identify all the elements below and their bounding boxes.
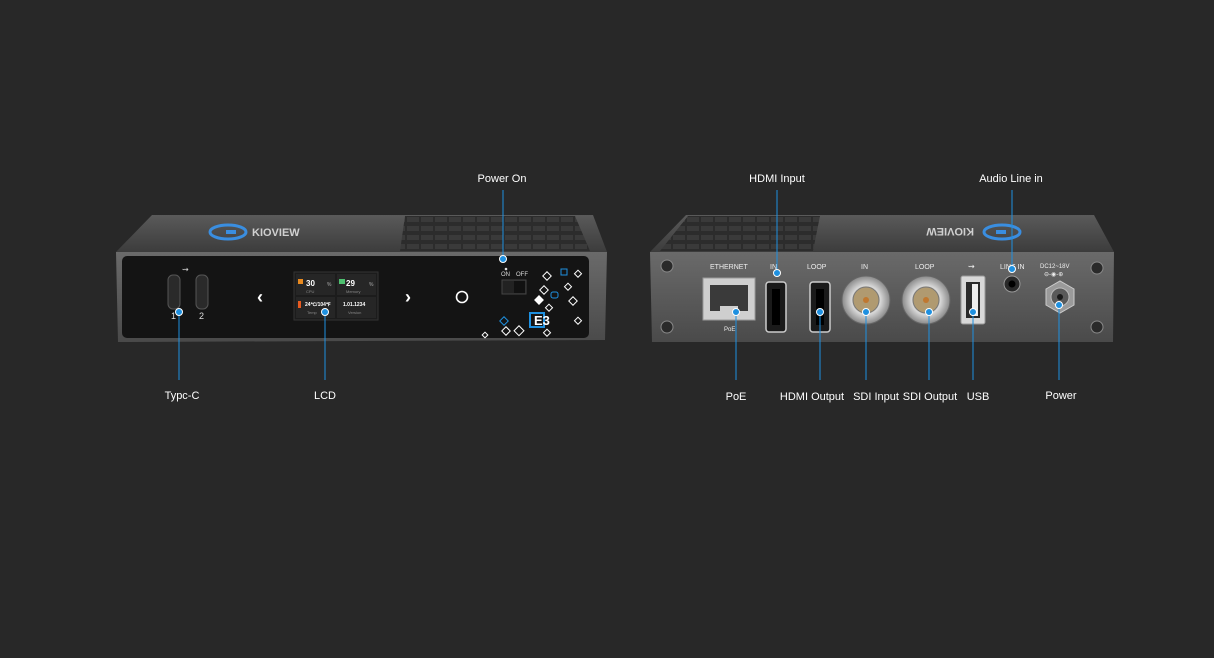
- callout-dot-lcd: [321, 308, 329, 316]
- power-switch: ON OFF: [501, 267, 528, 295]
- callout-leaders: [178, 190, 1060, 380]
- lcd-version-label: Version: [348, 310, 361, 315]
- lcd-cpu-value: 30: [306, 279, 315, 288]
- dc-label: DC12~18V: [1040, 264, 1070, 270]
- rear-brand-logo: KIOVIEW: [926, 223, 1022, 241]
- polarity-symbol: ⊖-◉-⊕: [1044, 272, 1063, 278]
- lcd-screen: 30 % CPU 29 % Memory 24℃/104℉ Temp 1.01.…: [293, 271, 379, 321]
- callout-dot-hdmi-output: [816, 308, 824, 316]
- usb-c-port-1: [167, 274, 181, 310]
- model-badge-text: E3: [534, 313, 550, 328]
- sdi-output-port: LOOP: [901, 264, 951, 325]
- power-port: DC12~18V ⊖-◉-⊕: [1040, 264, 1075, 314]
- usb-port-number-2: 2: [199, 311, 204, 321]
- callout-audio-line-in: Audio Line in: [979, 173, 1043, 185]
- lcd-memory-value: 29: [346, 279, 355, 288]
- callout-dot-typc-c: [175, 308, 183, 316]
- callout-sdi-input: SDI Input: [853, 391, 899, 403]
- sdi-in-label: IN: [861, 264, 868, 271]
- callout-dot-power-on: [499, 255, 507, 263]
- lcd-memory-label: Memory: [346, 289, 360, 294]
- switch-on-label: ON: [501, 272, 510, 278]
- chevron-right-icon: ›: [405, 287, 411, 307]
- lcd-temp-value: 24℃/104℉: [305, 301, 331, 308]
- chevron-left-icon: ‹: [257, 287, 263, 307]
- front-brand-text: KIOVIEW: [252, 227, 300, 239]
- front-brand-logo: KIOVIEW: [208, 223, 300, 241]
- lcd-temp-label: Temp: [307, 310, 318, 315]
- callout-hdmi-input: HDMI Input: [749, 173, 805, 185]
- callout-lcd: LCD: [313, 390, 337, 402]
- usb-c-port-2: [195, 274, 209, 310]
- callout-power: Power: [1045, 390, 1077, 402]
- hdmi-output-port: LOOP: [807, 264, 831, 333]
- rear-brand-text: KIOVIEW: [926, 225, 974, 237]
- model-badge: E3: [529, 312, 550, 328]
- callout-dot-sdi-output: [925, 308, 933, 316]
- callout-dot-power: [1055, 301, 1063, 309]
- memory-icon: [339, 279, 345, 284]
- callout-dot-sdi-input: [862, 308, 870, 316]
- front-unit: KIOVIEW ⇝ 1 2 ‹ › 30 % CPU 29 % Mem: [116, 215, 607, 342]
- hdmi-input-port: IN: [765, 264, 787, 333]
- callout-dot-usb: [969, 308, 977, 316]
- callout-usb: USB: [966, 391, 990, 403]
- callout-dot-audio-line-in: [1008, 265, 1016, 273]
- callout-hdmi-output: HDMI Output: [779, 391, 845, 403]
- ethernet-label: ETHERNET: [710, 264, 748, 271]
- cpu-icon: [298, 279, 303, 284]
- temp-icon: [298, 301, 301, 308]
- callout-sdi-output: SDI Output: [902, 391, 958, 403]
- callout-dot-hdmi-input: [773, 269, 781, 277]
- lcd-cpu-unit: %: [327, 282, 332, 288]
- callout-dots: [175, 255, 1063, 316]
- lcd-memory-unit: %: [369, 282, 374, 288]
- screws: [660, 259, 1104, 334]
- front-vent-grill: [400, 216, 590, 251]
- decorative-diamond-pattern: [481, 268, 583, 339]
- hdmi-loop-label: LOOP: [807, 264, 827, 271]
- poe-label: PoE: [724, 327, 735, 333]
- callout-power-on: Power On: [477, 173, 527, 185]
- usb-a-symbol: ⇝: [968, 262, 975, 271]
- hdmi-in-label: IN: [770, 264, 777, 271]
- callout-poe: PoE: [725, 391, 747, 403]
- callout-typc-c: Typc-C: [164, 390, 200, 402]
- switch-off-label: OFF: [516, 272, 528, 278]
- circle-button-icon: [455, 290, 469, 304]
- rear-vent-grill: [660, 216, 820, 251]
- lcd-cpu-label: CPU: [306, 289, 315, 294]
- lcd-version-value: 1.01.1234: [343, 302, 365, 308]
- rear-unit: KIOVIEW ETHERNET PoE IN LOOP: [650, 215, 1114, 342]
- callout-dot-poe: [732, 308, 740, 316]
- usb-symbol: ⇝: [182, 265, 189, 274]
- usb-port-number-1: 1: [171, 311, 176, 321]
- ethernet-port: ETHERNET PoE: [702, 264, 756, 333]
- sdi-loop-label: LOOP: [915, 264, 935, 271]
- usb-port: ⇝: [960, 262, 986, 325]
